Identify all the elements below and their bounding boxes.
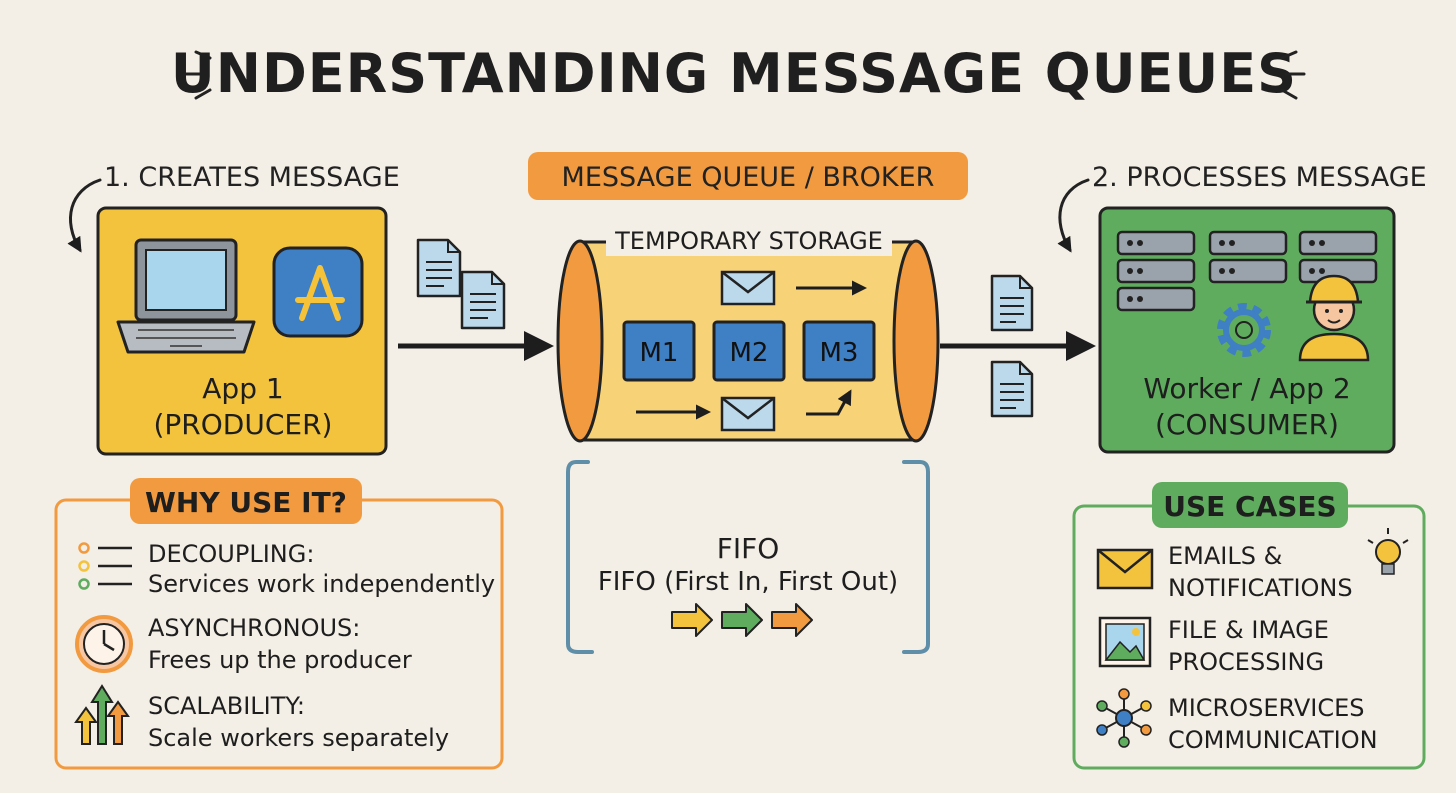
app-store-icon: [272, 246, 364, 338]
consumer-step-curved-arrow-icon: [1057, 178, 1090, 253]
queue-bottom-up-arrow: [806, 389, 852, 416]
message-m1-label: M1: [640, 338, 679, 368]
use-case-microservices-line2: COMMUNICATION: [1168, 726, 1378, 754]
use-case-emails-line2: NOTIFICATIONS: [1168, 574, 1353, 602]
envelope-top-icon: [720, 270, 776, 306]
clock-icon: [75, 615, 133, 673]
use-case-files-line2: PROCESSING: [1168, 648, 1324, 676]
consumer-section: 2. PROCESSES MESSAGE: [1057, 162, 1427, 454]
use-cases-panel: USE CASES EMAILS & NOTIFICATIONS FILE & …: [1072, 482, 1426, 770]
why-item-decoupling-desc: Services work independently: [148, 570, 495, 598]
message-m3: M3: [802, 320, 876, 382]
network-icon: [1096, 688, 1152, 748]
queue-header-badge: [528, 152, 968, 200]
use-case-microservices-line1: MICROSERVICES: [1168, 694, 1365, 722]
producer-role: (PRODUCER): [154, 408, 333, 441]
worker-person-icon: [1298, 274, 1370, 362]
lightbulb-icon: [1367, 528, 1409, 575]
documents-right-icon: [990, 274, 1034, 418]
gear-icon: [1217, 303, 1271, 357]
title-spark-right-icon: [1280, 50, 1306, 100]
message-m2-label: M2: [730, 338, 769, 368]
producer-name: App 1: [202, 372, 283, 405]
why-item-decoupling-title: DECOUPLING:: [148, 540, 314, 568]
producer-step-curved-arrow-icon: [67, 178, 102, 253]
use-case-emails-line1: EMAILS &: [1168, 542, 1282, 570]
fifo-title: FIFO: [717, 532, 780, 565]
consumer-name: Worker / App 2: [1143, 372, 1350, 405]
why-item-scalability-title: SCALABILITY:: [148, 692, 305, 720]
documents-left-icon: [416, 238, 506, 330]
envelope-bottom-icon: [720, 396, 776, 432]
title-group: UNDERSTANDING MESSAGE QUEUES: [171, 42, 1306, 105]
queue-cylinder-right-cap: [892, 239, 940, 443]
producer-step-label: 1. CREATES MESSAGE: [104, 162, 400, 193]
why-item-async-title: ASYNCHRONOUS:: [148, 614, 360, 642]
server-rack-icon: [1116, 230, 1378, 312]
why-header: WHY USE IT?: [145, 486, 347, 519]
queue-header: MESSAGE QUEUE / BROKER: [562, 162, 935, 193]
storage-label-bg: [606, 226, 892, 256]
envelope-icon: [1096, 548, 1154, 590]
queue-cylinder-left-cap: [556, 239, 604, 443]
storage-label: TEMPORARY STORAGE: [614, 227, 883, 255]
why-header-badge: [130, 478, 362, 524]
why-item-async-desc: Frees up the producer: [148, 646, 412, 674]
consumer-role: (CONSUMER): [1155, 408, 1339, 441]
page-title: UNDERSTANDING MESSAGE QUEUES: [171, 42, 1297, 105]
consumer-step-label: 2. PROCESSES MESSAGE: [1092, 162, 1427, 193]
why-item-scalability-desc: Scale workers separately: [148, 724, 449, 752]
laptop-icon: [116, 238, 256, 354]
scale-arrows-icon: [74, 684, 130, 745]
fifo-arrows-icon: [671, 603, 813, 637]
use-cases-header: USE CASES: [1163, 490, 1336, 523]
list-icon: [78, 542, 132, 590]
why-use-it-panel: WHY USE IT? DECOUPLING: Services work in…: [54, 478, 504, 770]
message-m3-label: M3: [820, 338, 859, 368]
title-spark-left-icon: [184, 50, 212, 100]
fifo-description: FIFO (First In, First Out): [598, 567, 898, 597]
use-case-files-line1: FILE & IMAGE: [1168, 616, 1329, 644]
use-cases-header-badge: [1152, 482, 1348, 528]
queue-section: MESSAGE QUEUE / BROKER TEMPORARY STORAGE…: [528, 152, 968, 654]
message-m2: M2: [712, 320, 786, 382]
producer-section: 1. CREATES MESSAGE App 1 (PRODUCER): [67, 162, 400, 456]
fifo-panel: FIFO FIFO (First In, First Out): [566, 460, 930, 654]
image-icon: [1098, 616, 1152, 668]
message-m1: M1: [622, 320, 696, 382]
